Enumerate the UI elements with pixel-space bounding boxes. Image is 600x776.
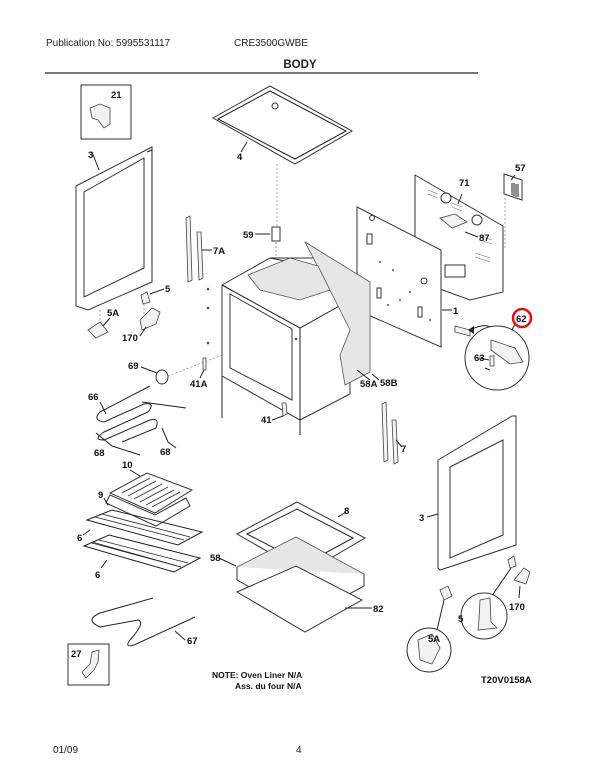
callout-82: 82 <box>373 604 384 615</box>
top-panel: 4 <box>211 85 354 230</box>
oven-racks: 6 6 <box>77 509 204 581</box>
callout-7: 7 <box>401 444 406 455</box>
note-line-1: NOTE: Oven Liner N/A <box>212 670 302 680</box>
callout-87: 87 <box>479 233 490 244</box>
callout-41: 41 <box>261 415 272 426</box>
callout-170-right: 170 <box>509 602 525 613</box>
figure-id: T20V0158A <box>481 675 532 686</box>
clip-41: 41 <box>261 402 288 426</box>
callout-27: 27 <box>71 649 82 660</box>
terminal-block-detail: 62 63 <box>454 307 533 391</box>
light-lens: 69 41A <box>128 354 223 390</box>
publication-number: Publication No: 5995531117 <box>46 38 171 49</box>
serial-label: 57 <box>503 163 526 250</box>
callout-57: 57 <box>515 163 526 174</box>
model-number: CRE3500GWBE <box>234 38 308 49</box>
leg-assembly-left: 5 5A 170 <box>87 284 171 344</box>
highlight-ring-62 <box>511 307 533 329</box>
callout-71: 71 <box>459 178 470 189</box>
hinge-right: 7 <box>381 401 406 465</box>
callout-1: 1 <box>453 306 459 317</box>
callout-5A-right: 5A <box>428 634 440 645</box>
bake-element: 67 <box>91 597 198 647</box>
callout-58: 58 <box>210 553 221 564</box>
callout-8: 8 <box>344 506 349 517</box>
bushing: 59 <box>243 226 281 262</box>
header-rule <box>45 72 478 74</box>
callout-9: 9 <box>98 490 103 501</box>
callout-41A: 41A <box>190 379 208 390</box>
callout-5-left: 5 <box>165 284 171 295</box>
side-panel-left: 3 <box>75 146 153 311</box>
callout-59: 59 <box>243 230 254 241</box>
inset-box-27: 27 <box>67 643 110 686</box>
callout-66: 66 <box>88 392 99 403</box>
callout-63: 63 <box>474 353 485 364</box>
callout-170-left: 170 <box>122 333 138 344</box>
callout-58B: 58B <box>380 378 398 389</box>
callout-10: 10 <box>122 460 133 471</box>
callout-5A-left: 5A <box>107 308 119 319</box>
callout-62: 62 <box>516 314 527 325</box>
callout-4: 4 <box>237 152 243 163</box>
insulation-wrap: 58A 58B <box>247 240 398 390</box>
callout-7A: 7A <box>213 246 225 257</box>
oven-bottom: 8 58 82 <box>210 501 384 633</box>
callout-6-upper: 6 <box>77 533 82 544</box>
footer-date: 01/09 <box>53 745 79 756</box>
leg-assembly-right: 5 5A 170 <box>406 555 531 673</box>
note-line-2: Ass. du four N/A <box>235 681 302 691</box>
callout-68-right: 68 <box>160 447 171 458</box>
callout-69: 69 <box>128 361 139 372</box>
callout-67: 67 <box>187 636 198 647</box>
callout-5-right: 5 <box>458 614 464 625</box>
broiler-pan: 10 9 <box>98 460 194 527</box>
inset-box-21: 21 <box>80 84 132 140</box>
side-panel-right: 3 <box>419 415 517 571</box>
callout-3-left: 3 <box>88 150 93 161</box>
broil-element: 66 68 68 <box>88 385 187 459</box>
hinge-left: 7A <box>185 215 225 283</box>
page-number: 4 <box>296 745 302 756</box>
section-title: BODY <box>283 59 317 71</box>
callout-6-lower: 6 <box>95 570 100 581</box>
callout-21: 21 <box>111 90 122 101</box>
callout-68-left: 68 <box>94 448 105 459</box>
oven-cavity <box>206 257 351 435</box>
callout-58A: 58A <box>360 379 378 390</box>
callout-3-right: 3 <box>419 513 424 524</box>
